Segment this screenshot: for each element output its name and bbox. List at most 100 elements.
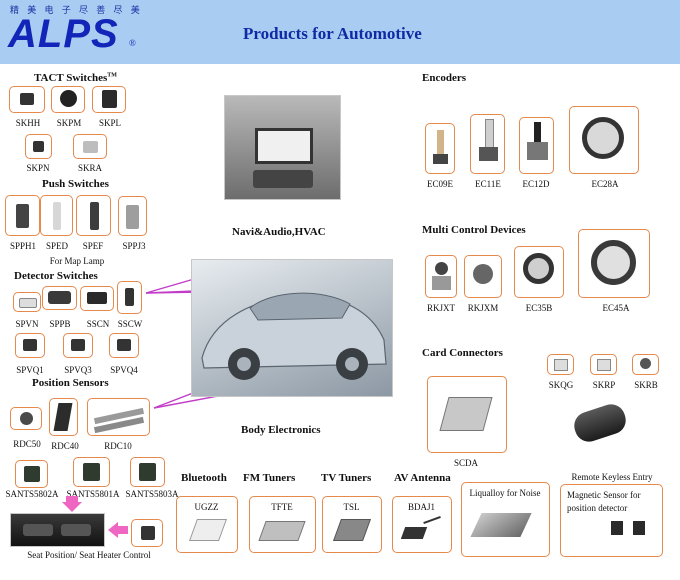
sensor-chip-image [611, 521, 623, 535]
registered-mark: ® [129, 38, 136, 48]
label-magnetic-sensor: Magnetic Sensor for position detector [567, 490, 641, 513]
product-spef[interactable] [76, 195, 111, 236]
product-liqualloy[interactable]: Liqualloy for Noise [461, 482, 550, 557]
product-ec12d[interactable] [519, 117, 554, 174]
antenna-image [400, 527, 428, 539]
product-skpn[interactable] [25, 134, 52, 159]
dashboard-photo [224, 95, 341, 200]
switch-image [554, 359, 568, 371]
label-bluetooth: Bluetooth [181, 472, 227, 484]
alps-logo[interactable]: ALPS [8, 12, 119, 56]
sensor-image [83, 463, 100, 481]
joystick-base-image [432, 276, 451, 290]
product-rkjxt[interactable] [425, 255, 457, 298]
switch-image [141, 526, 155, 540]
product-skpl[interactable] [92, 86, 126, 113]
label-skpn: SKPN [26, 163, 50, 173]
label-ec45a: EC45A [602, 303, 630, 313]
product-ec35b[interactable] [514, 246, 564, 298]
product-sppj3[interactable] [118, 196, 147, 236]
label-ec28a: EC28A [591, 179, 619, 189]
alloy-sheet-image [470, 513, 532, 537]
label-skrp: SKRP [592, 380, 616, 390]
label-tfte: TFTE [271, 502, 293, 512]
label-av-antenna: AV Antenna [394, 472, 451, 484]
product-spvn[interactable] [13, 292, 41, 312]
section-detector-switches: Detector Switches [14, 270, 98, 282]
seat-switch-image [23, 524, 53, 536]
product-spvq3[interactable] [63, 333, 93, 358]
product-sants5801a[interactable] [73, 457, 110, 487]
navi-screen-image [255, 128, 313, 164]
joystick-image [473, 264, 493, 284]
switch-image [48, 291, 71, 304]
switch-image [83, 141, 98, 153]
label-sscn: SSCN [86, 319, 110, 329]
module-image [258, 521, 306, 541]
product-ugzz[interactable]: UGZZ [176, 496, 238, 553]
product-rdc50[interactable] [10, 407, 42, 430]
logo-tagline: 精 美 电 子 尽 善 尽 美 [10, 5, 143, 15]
product-skrp[interactable] [590, 354, 617, 375]
product-seat-switch[interactable] [131, 519, 163, 547]
label-sants5803a: SANTS5803A [125, 489, 179, 499]
product-ec28a[interactable] [569, 106, 639, 174]
product-skhh[interactable] [9, 86, 45, 113]
label-skpm: SKPM [56, 118, 82, 128]
product-magnetic-sensor[interactable]: Magnetic Sensor for position detector [560, 484, 663, 557]
product-sppb[interactable] [42, 286, 77, 310]
product-spvq1[interactable] [15, 333, 45, 358]
product-sants5802a[interactable] [15, 460, 48, 488]
label-skpl: SKPL [98, 118, 121, 128]
antenna-cable-image [423, 515, 441, 524]
label-spef: SPEF [82, 241, 104, 251]
switch-image [23, 339, 37, 351]
section-card-connectors: Card Connectors [422, 347, 503, 359]
product-skpm[interactable] [51, 86, 85, 113]
label-fm-tuners: FM Tuners [243, 472, 296, 484]
product-rkjxm[interactable] [464, 255, 502, 298]
label-sants5801a: SANTS5801A [66, 489, 120, 499]
product-ec11e[interactable] [470, 114, 505, 174]
label-ec11e: EC11E [475, 179, 501, 189]
down-arrow-icon [62, 496, 82, 512]
product-scda[interactable] [427, 376, 507, 453]
label-ec35b: EC35B [525, 303, 553, 313]
product-spph1[interactable] [5, 195, 40, 236]
key-fob-image [570, 400, 630, 446]
label-bdaj1: BDAJ1 [407, 502, 435, 512]
label-scda: SCDA [453, 458, 478, 468]
section-multi-control-devices: Multi Control Devices [422, 224, 526, 236]
product-rdc40[interactable] [49, 398, 78, 436]
product-ec45a[interactable] [578, 229, 650, 298]
product-bdaj1[interactable]: BDAJ1 [392, 496, 452, 553]
product-skrb[interactable] [632, 354, 659, 375]
product-sped[interactable] [40, 195, 73, 236]
sensor-chip-image [633, 521, 645, 535]
product-rdc10[interactable] [87, 398, 150, 436]
label-sppj3: SPPJ3 [122, 241, 146, 251]
product-skra[interactable] [73, 134, 107, 159]
section-encoders: Encoders [422, 72, 466, 84]
label-skrb: SKRB [634, 380, 658, 390]
product-tfte[interactable]: TFTE [249, 496, 316, 553]
label-tsl: TSL [343, 502, 360, 512]
product-ec09e[interactable] [425, 123, 455, 174]
switch-image [597, 359, 611, 371]
product-sscn[interactable] [80, 286, 114, 311]
label-spvn: SPVN [15, 319, 39, 329]
section-position-sensors: Position Sensors [32, 377, 109, 389]
keyless-fob-photo [570, 394, 632, 462]
product-spvq4[interactable] [109, 333, 139, 358]
switch-image [16, 204, 29, 228]
module-image [188, 519, 228, 541]
page-title: Products for Automotive [243, 24, 422, 43]
product-sscw[interactable] [117, 281, 142, 314]
switch-image [53, 202, 61, 230]
product-tsl[interactable]: TSL [322, 496, 382, 553]
product-sants5803a[interactable] [130, 457, 165, 487]
joystick-image [435, 262, 448, 275]
product-skqg[interactable] [547, 354, 574, 375]
label-rkjxt: RKJXT [426, 303, 455, 313]
